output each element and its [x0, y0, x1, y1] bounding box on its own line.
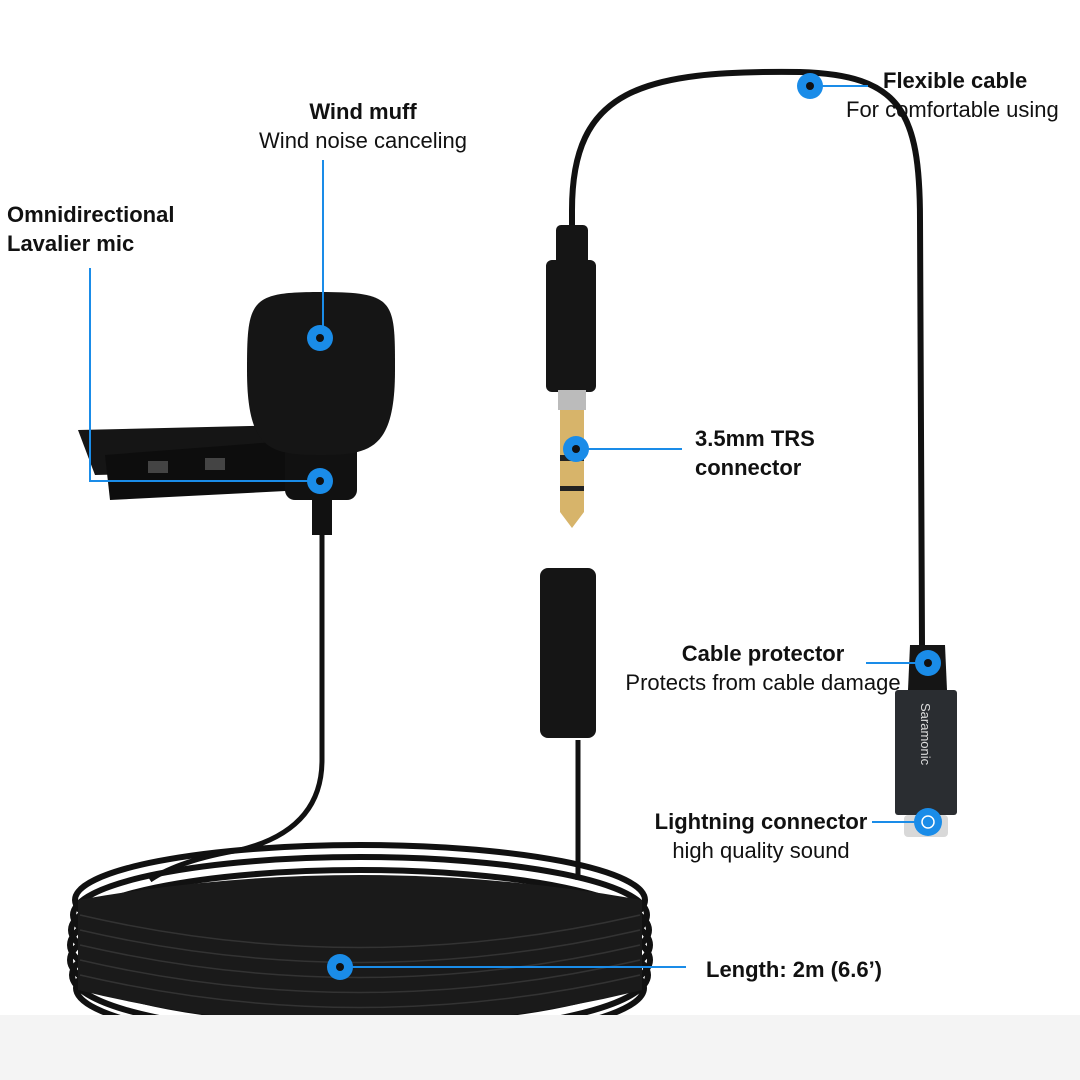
callout-subtitle: For comfortable using: [846, 97, 1059, 122]
dot-length: [327, 954, 353, 980]
female-connector: [540, 568, 596, 738]
mic-cable: [148, 500, 325, 883]
callout-subtitle: connector: [695, 455, 802, 480]
dot-lavalier: [307, 468, 333, 494]
callout-flexible-cable: Flexible cable For comfortable using: [846, 66, 1059, 124]
callout-trs: 3.5mm TRS connector: [695, 424, 815, 482]
callout-wind-muff: Wind muff Wind noise canceling: [248, 97, 478, 155]
callout-dots: [307, 73, 942, 980]
bottom-band: [0, 1015, 1080, 1080]
coil-body: [78, 875, 642, 1025]
dot-trs: [563, 436, 589, 462]
callout-title: 3.5mm TRS: [695, 426, 815, 451]
callout-title: Flexible cable: [883, 68, 1028, 93]
callout-title: Cable protector: [681, 641, 845, 666]
callout-title: Wind muff: [309, 99, 417, 124]
callout-subtitle: Protects from cable damage: [625, 670, 901, 695]
callout-lightning: Lightning connector high quality sound: [648, 807, 874, 865]
callout-length: Length: 2m (6.6’): [706, 955, 882, 984]
tie-clip: [78, 425, 305, 500]
callout-title: Lightning connector: [654, 809, 868, 834]
wind-muff-foam: [247, 292, 395, 455]
callout-title: Omnidirectional: [7, 202, 175, 227]
flexible-cable: [569, 68, 925, 646]
dot-lightning: [914, 808, 942, 836]
dot-cable-protector: [915, 650, 941, 676]
callout-subtitle: high quality sound: [672, 838, 850, 863]
callout-cable-protector: Cable protector Protects from cable dama…: [612, 639, 914, 697]
dot-flexible-cable: [797, 73, 823, 99]
callout-lavalier: Omnidirectional Lavalier mic: [7, 200, 174, 258]
callout-subtitle: Lavalier mic: [7, 231, 135, 256]
dot-wind-muff: [307, 325, 333, 351]
brand-label: Saramonic: [918, 703, 933, 766]
callout-title: Length: 2m (6.6’): [706, 957, 883, 982]
callout-subtitle: Wind noise canceling: [259, 128, 467, 153]
trs-plug: [546, 225, 596, 528]
